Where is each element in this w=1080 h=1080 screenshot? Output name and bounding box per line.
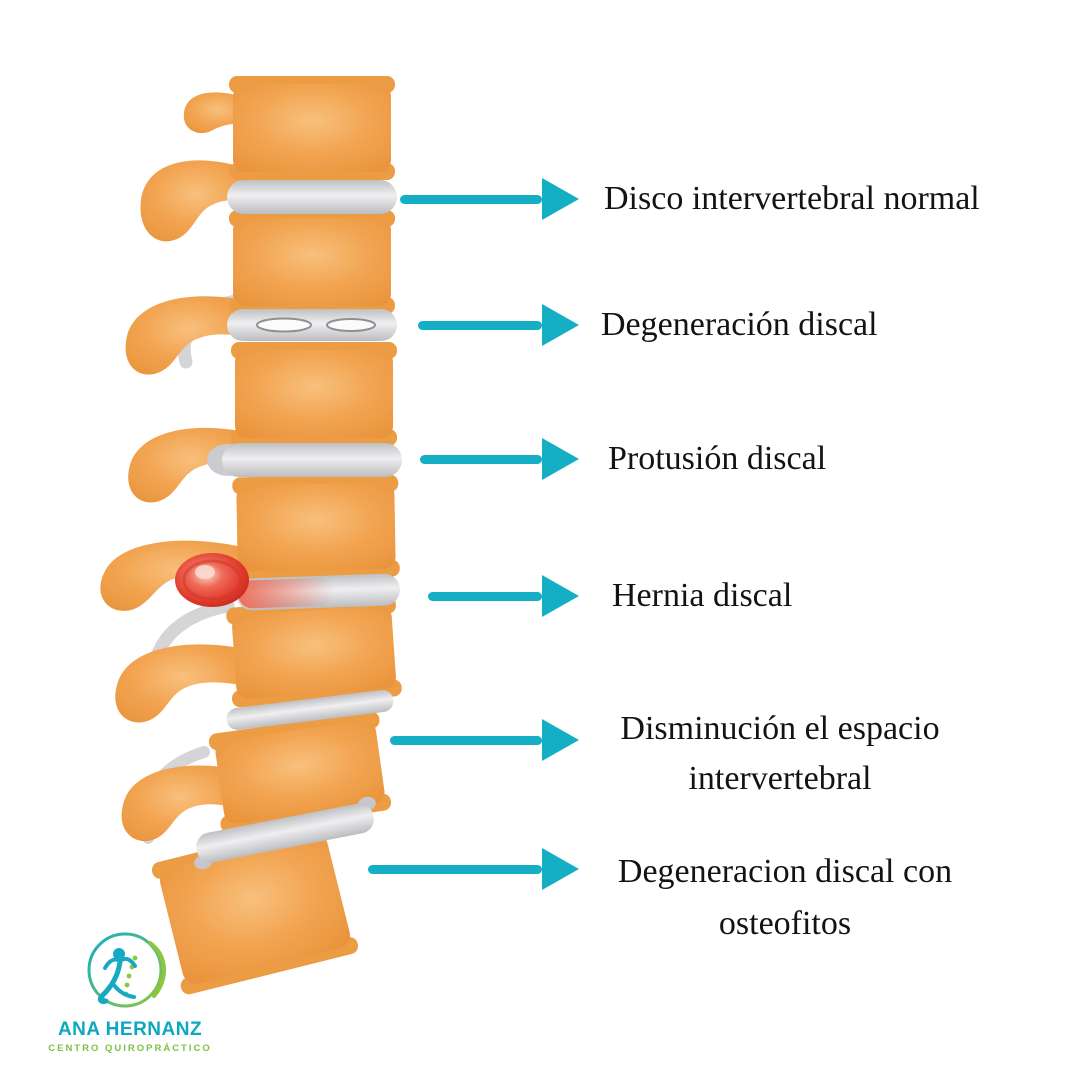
arrow-head-icon xyxy=(542,719,579,761)
arrow-shaft xyxy=(428,591,542,601)
arrow-head-icon xyxy=(542,575,579,617)
arrow-head-icon xyxy=(542,848,579,890)
arrow-head-icon xyxy=(542,438,579,480)
vertebra-3 xyxy=(231,342,397,446)
label-line-2: intervertebral xyxy=(688,760,872,797)
disc-normal xyxy=(227,180,397,214)
arrow-shaft xyxy=(368,864,542,874)
hernia-bulge xyxy=(175,553,249,607)
disc-protrusion xyxy=(207,443,402,477)
logo-person-icon xyxy=(87,932,167,1008)
arrow-head-icon xyxy=(542,178,579,220)
arrow-head-icon xyxy=(542,304,579,346)
label-line-2: osteofitos xyxy=(718,905,852,942)
vertebra-2 xyxy=(229,210,395,314)
arrow-disc-protrusion xyxy=(420,437,579,481)
arrow-disc-degeneration xyxy=(418,303,579,347)
arrow-shaft xyxy=(418,320,542,330)
label-line-1: Disminución el espacio xyxy=(620,710,940,747)
disc-narrowed xyxy=(226,690,394,730)
logo-figure xyxy=(97,948,137,1005)
vertebra-4 xyxy=(232,474,400,580)
arrow-shaft xyxy=(400,194,542,204)
disc-osteophytes xyxy=(194,796,376,870)
arrow-disc-hernia xyxy=(428,574,579,618)
disc-hernia xyxy=(236,573,400,611)
arrow-shaft xyxy=(420,454,542,464)
label-line-1: Degeneracion discal con xyxy=(617,853,953,890)
vertebra-6 xyxy=(208,711,392,833)
label-disc-hernia: Hernia discal xyxy=(612,577,793,614)
vertebra-1 xyxy=(229,76,395,180)
clinic-logo: ANA HERNANZ CENTRO QUIROPRÁCTICO xyxy=(40,930,220,1054)
label-disc-normal: Disco intervertebral normal xyxy=(604,180,980,217)
arrow-disc-narrowed xyxy=(390,718,579,762)
logo-subtitle: CENTRO QUIROPRÁCTICO xyxy=(48,1043,212,1054)
label-disc-degeneration: Degeneración discal xyxy=(601,306,878,343)
arrow-disc-osteophytes xyxy=(368,847,579,891)
arrow-shaft xyxy=(390,735,542,745)
label-disc-protrusion: Protusión discal xyxy=(608,440,827,477)
disc-degeneration xyxy=(227,309,397,341)
label-disc-narrowed: Disminución el espacio intervertebral xyxy=(575,704,985,804)
arrow-disc-normal xyxy=(400,177,579,221)
label-disc-osteophytes: Degeneracion discal con osteofitos xyxy=(575,846,995,950)
logo-name: ANA HERNANZ xyxy=(57,1019,203,1040)
